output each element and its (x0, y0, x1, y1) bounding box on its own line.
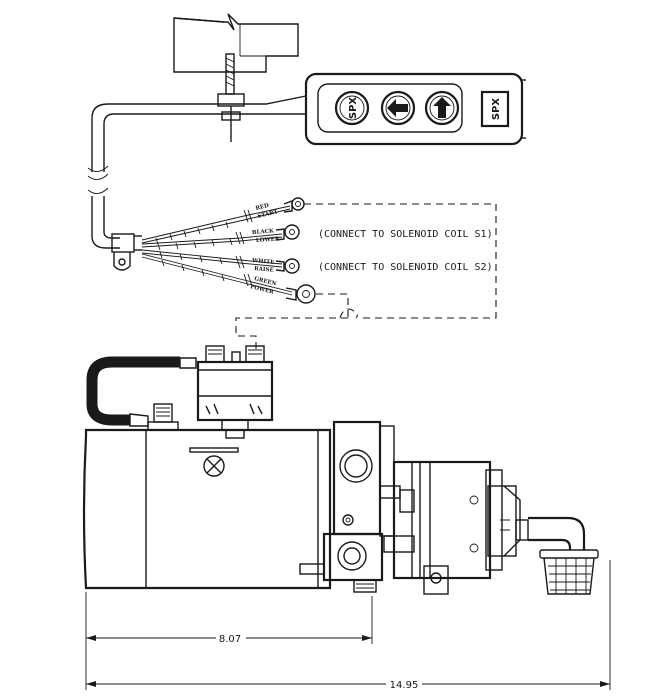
wire-label-start: START (257, 209, 279, 220)
wire-label-power: POWER (250, 284, 275, 296)
dimension-long-label: 14.95 (390, 680, 419, 691)
dimension-lines (85, 560, 611, 690)
wire-label-raise: RAISE (254, 266, 274, 274)
arrow-left-icon (387, 99, 408, 117)
dashed-wiring (235, 203, 497, 350)
spx-button-label: SPX (348, 97, 359, 120)
battery-cable (86, 356, 197, 427)
pump-housing (392, 460, 521, 595)
wire-labels: RED START BLACK LOWER WHITE RAISE GREEN … (250, 203, 281, 296)
note-coil-s2: (CONNECT TO SOLENOID COIL S2) (318, 262, 493, 273)
spx-button[interactable]: SPX (334, 90, 370, 126)
cable-clamp (111, 233, 142, 271)
wire-label-black: BLACK (252, 228, 275, 236)
wire-label-red: RED (255, 203, 270, 212)
wire-label-lower: LOWER (256, 236, 280, 244)
mounting-bracket (173, 13, 299, 73)
motor-terminal (147, 403, 179, 431)
dimension-short-label: 8.07 (219, 634, 241, 645)
lower-button[interactable] (380, 90, 416, 126)
motor-body (82, 428, 332, 590)
brand-label: SPX (491, 98, 502, 121)
pendant-cable (87, 95, 307, 249)
wire-label-white: WHITE (251, 258, 275, 266)
suction-filter (515, 516, 599, 595)
note-coil-s1: (CONNECT TO SOLENOID COIL S1) (318, 229, 493, 240)
ring-terminals (275, 197, 316, 304)
arrow-up-icon (433, 97, 451, 118)
wire-label-green: GREEN (254, 276, 277, 287)
raise-button[interactable] (424, 90, 460, 126)
solenoid (196, 345, 274, 439)
hanger-bolt (217, 53, 245, 142)
pump-manifold (299, 420, 415, 593)
wire-harness (141, 205, 293, 296)
brand-badge: SPX (480, 90, 510, 128)
pendant-control: SPX SPX (304, 72, 526, 146)
